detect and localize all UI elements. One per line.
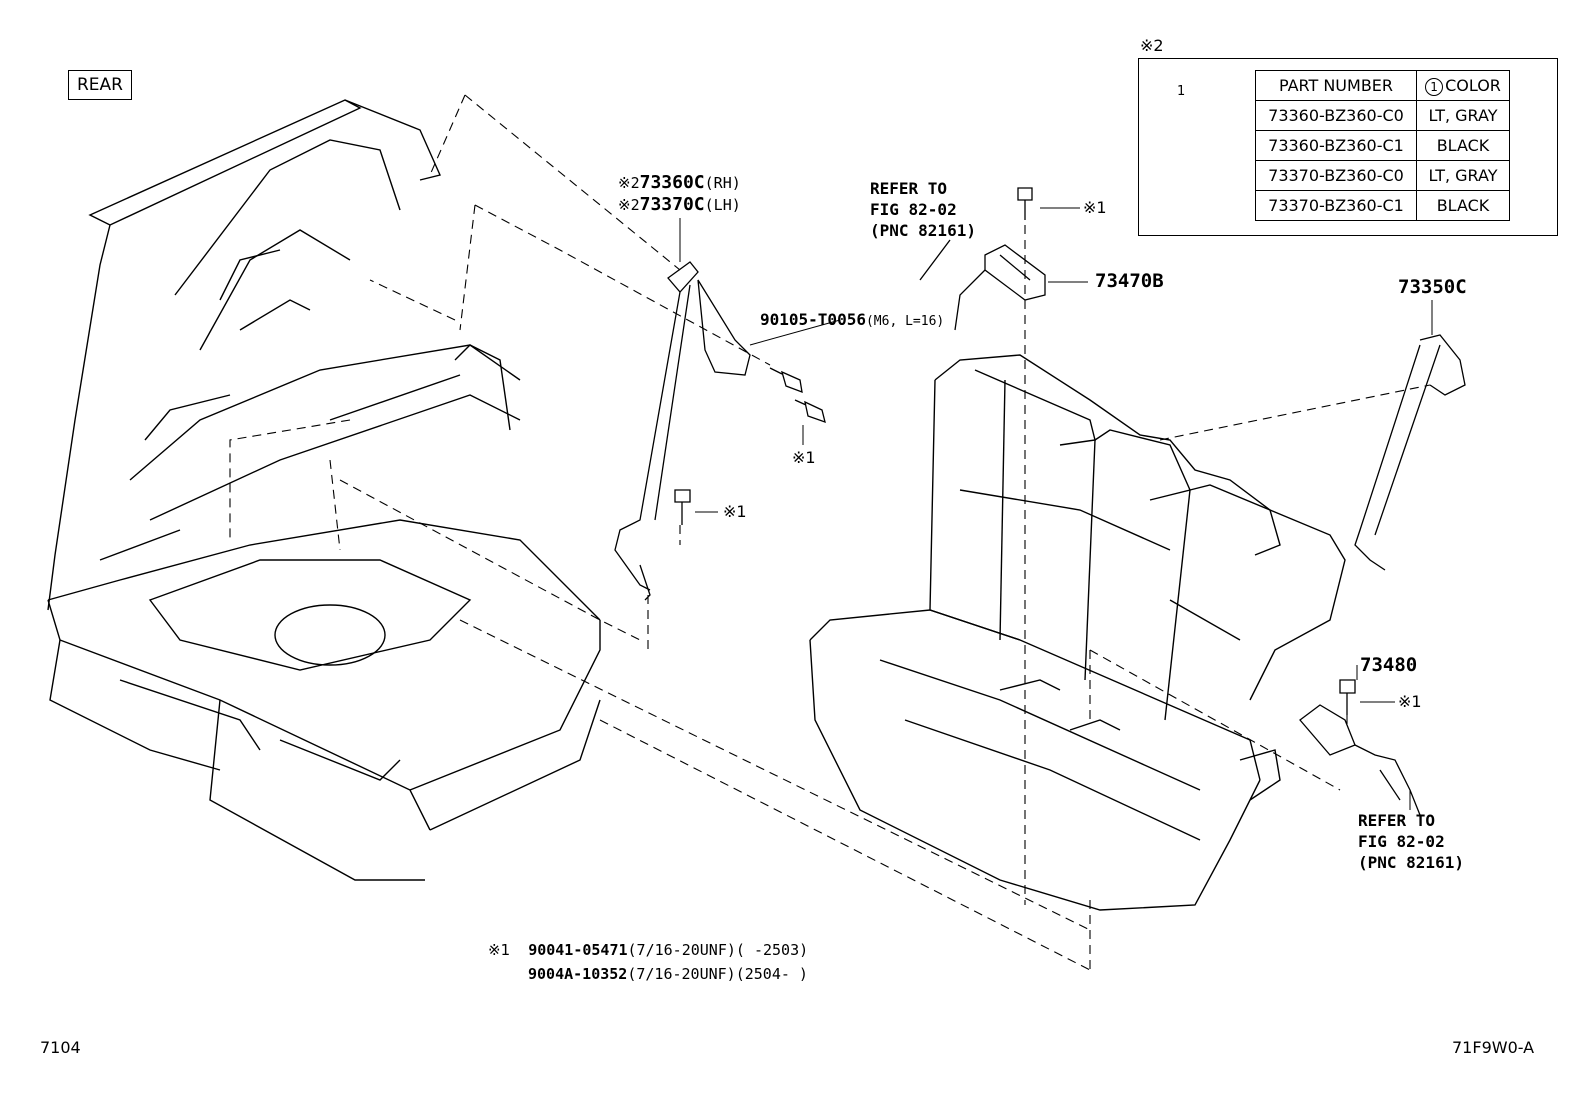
callout-73350c[interactable]: 73350C (1398, 276, 1467, 298)
vehicle-body-floor (47, 99, 601, 881)
figure-code: 71F9W0-A (1452, 1038, 1535, 1057)
callout-lh-mark: ※2 (618, 196, 640, 214)
header-color-label: COLOR (1445, 75, 1501, 95)
rear-seat-outline (809, 354, 1346, 911)
callout-bolt-90105[interactable]: 90105-T0056(M6, L=16) (760, 310, 944, 329)
table-cell-color: BLACK (1416, 130, 1510, 161)
callout-rh-side: (RH) (704, 174, 741, 192)
bolt-spec: (M6, L=16) (865, 314, 945, 329)
callout-lh-side: (LH) (704, 196, 741, 214)
table-row: 73360-BZ360-C0 LT, GRAY (1255, 100, 1510, 131)
footnote-part-1: 90041-05471 (528, 941, 628, 959)
dashed-guides (229, 94, 1431, 971)
header-part-number: PART NUMBER (1255, 70, 1417, 101)
x1-marker-left: ※1 (723, 502, 747, 521)
footnote: ※1 90041-05471(7/16-20UNF)( -2503) 9004A… (488, 938, 808, 986)
leader-lines (679, 207, 1433, 810)
refer-upper-line2: FIG 82-02 (870, 200, 957, 219)
legend-circle-mark: 1 (1177, 84, 1186, 99)
table-cell-color: BLACK (1416, 190, 1510, 221)
table-cell-color: LT, GRAY (1416, 100, 1510, 131)
table-row: 73370-BZ360-C0 LT, GRAY (1255, 160, 1510, 191)
callout-73470b[interactable]: 73470B (1095, 270, 1164, 292)
footnote-part-2: 9004A-10352 (528, 965, 628, 983)
x1-marker-bolt: ※1 (792, 448, 816, 467)
callout-rh-mark: ※2 (618, 174, 640, 192)
table-row: 73370-BZ360-C1 BLACK (1255, 190, 1510, 221)
buckle-73470b (919, 239, 1046, 331)
footnote-spec-1: (7/16-20UNF)( -2503) (627, 941, 809, 959)
footnote-mark: ※1 (488, 941, 511, 959)
refer-lower-line3: (PNC 82161) (1358, 853, 1464, 872)
x1-marker-right: ※1 (1398, 692, 1422, 711)
table-cell-part: 73370-BZ360-C0 (1255, 160, 1417, 191)
bolt-icons (674, 187, 1356, 715)
footnote-spec-2: (7/16-20UNF)(2504- ) (627, 965, 808, 983)
color-circle-mark: 1 (1425, 77, 1444, 96)
refer-note-upper[interactable]: REFER TO FIG 82-02 (PNC 82161) (870, 178, 976, 241)
refer-note-lower[interactable]: REFER TO FIG 82-02 (PNC 82161) (1358, 810, 1464, 873)
orientation-label: REAR (68, 70, 132, 100)
refer-lower-line1: REFER TO (1358, 811, 1436, 830)
buckle-73480 (1299, 704, 1421, 816)
callout-lh-part: 73370C (639, 194, 705, 215)
legend-callout-mark: ※2 (1140, 36, 1164, 55)
callout-rh-part: 73360C (639, 172, 705, 193)
page-number: 7104 (40, 1038, 81, 1057)
seat-belt-rh-lh (614, 261, 751, 601)
callout-lh[interactable]: ※273370C(LH) (618, 194, 741, 215)
x1-marker-upper: ※1 (1083, 198, 1107, 217)
footnote-line2: 9004A-10352(7/16-20UNF)(2504- ) (488, 962, 808, 986)
refer-lower-line2: FIG 82-02 (1358, 832, 1445, 851)
callout-rh[interactable]: ※273360C(RH) (618, 172, 741, 193)
seat-belt-center (1354, 334, 1466, 571)
callout-73480[interactable]: 73480 (1360, 654, 1418, 676)
table-cell-color: LT, GRAY (1416, 160, 1510, 191)
table-cell-part: 73370-BZ360-C1 (1255, 190, 1417, 221)
bolt-part-number: 90105-T0056 (760, 310, 866, 329)
table-cell-part: 73360-BZ360-C1 (1255, 130, 1417, 161)
refer-upper-line3: (PNC 82161) (870, 221, 976, 240)
refer-upper-line1: REFER TO (870, 179, 948, 198)
table-row: 73360-BZ360-C1 BLACK (1255, 130, 1510, 161)
table-cell-part: 73360-BZ360-C0 (1255, 100, 1417, 131)
footnote-line1: ※1 90041-05471(7/16-20UNF)( -2503) (488, 938, 808, 962)
